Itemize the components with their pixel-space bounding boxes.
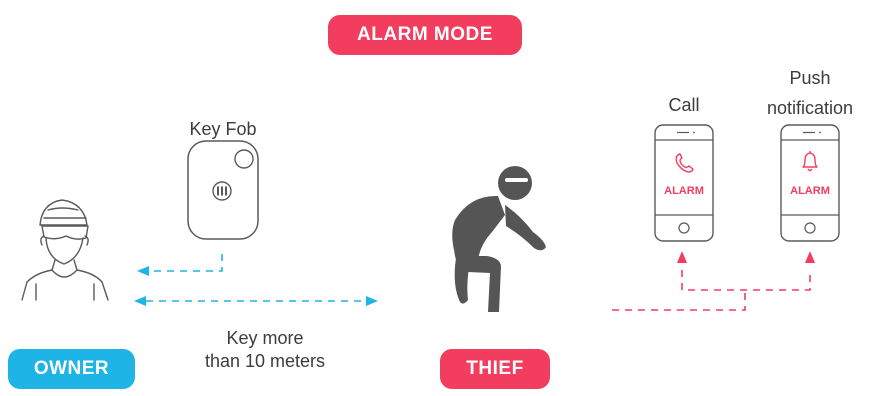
push-phone — [781, 125, 839, 241]
key-fob-label: Key Fob — [168, 118, 278, 141]
call-phone-alarm-text: ALARM — [655, 185, 713, 197]
thief-badge-text: THIEF — [466, 358, 523, 380]
owner-badge-text: OWNER — [34, 358, 109, 380]
call-label: Call — [644, 94, 724, 117]
push-notification-label: Push notification — [758, 63, 862, 123]
thief-figure-icon — [452, 166, 546, 312]
call-phone — [655, 125, 713, 241]
distance-label: Key more than 10 meters — [180, 327, 350, 373]
thief-badge: THIEF — [440, 349, 550, 389]
key-fob-icon — [188, 141, 258, 239]
distance-label-line-1: Key more — [180, 327, 350, 350]
push-phone-alarm-text: ALARM — [781, 185, 839, 197]
push-label-line-1: Push — [758, 63, 862, 93]
cyclist-helmet-icon — [22, 200, 108, 300]
distance-label-line-2: than 10 meters — [180, 350, 350, 373]
fob-to-owner-connector — [146, 254, 366, 301]
arrowheads-blue — [134, 266, 378, 306]
thief-to-phones-connector — [612, 270, 810, 310]
owner-badge: OWNER — [8, 349, 135, 389]
push-label-line-2: notification — [758, 93, 862, 123]
arrowheads-red — [677, 251, 815, 263]
